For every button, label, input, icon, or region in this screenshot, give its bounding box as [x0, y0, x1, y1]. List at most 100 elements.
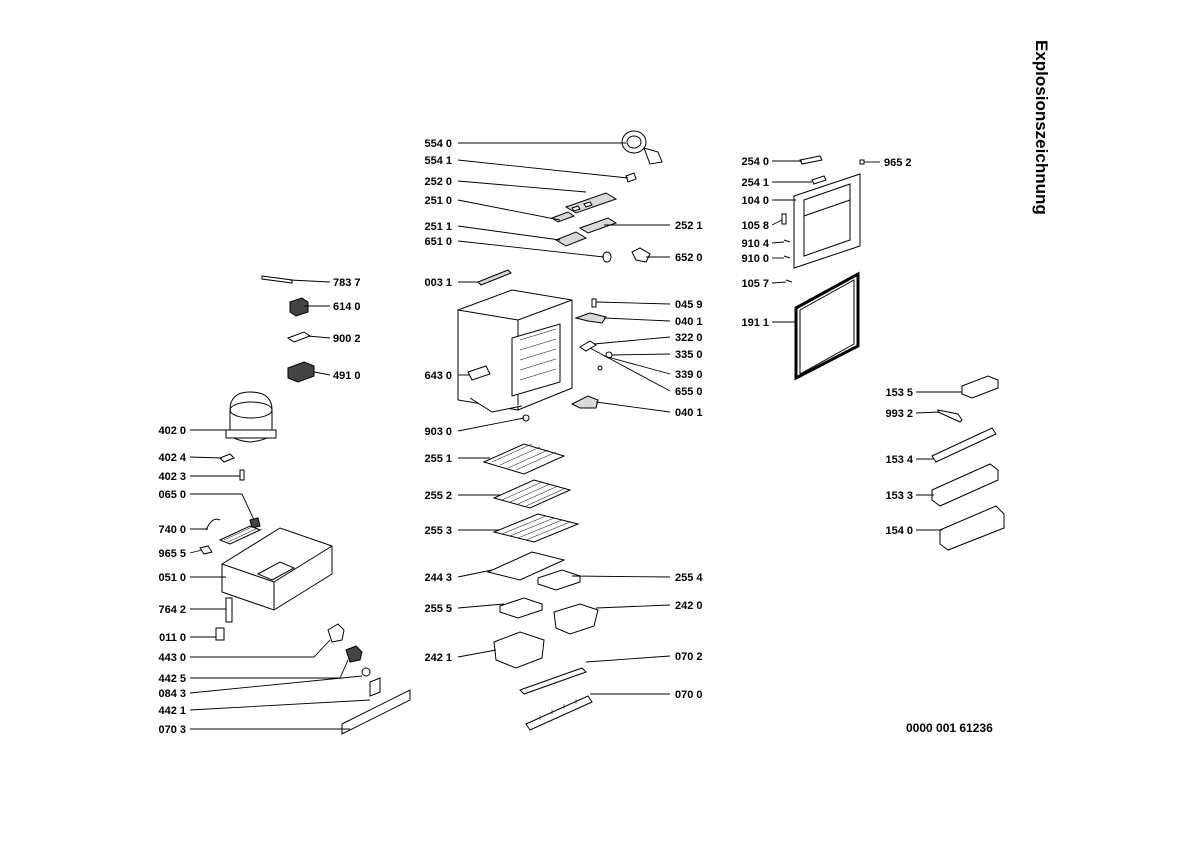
screw-bottom-illustration — [215, 627, 225, 641]
part-label: 740 0 — [158, 524, 186, 536]
hinge-top-illustration — [574, 312, 607, 324]
part-label: 491 0 — [333, 370, 361, 382]
part-label: 903 0 — [424, 426, 452, 438]
grille-lower-illustration — [525, 695, 593, 731]
top-strip-illustration — [477, 269, 512, 286]
shelf-3-illustration — [492, 513, 580, 543]
part-label: 614 0 — [333, 301, 361, 313]
part-label: 993 2 — [885, 408, 913, 420]
tray-left-illustration — [499, 597, 543, 619]
part-label: 910 0 — [741, 253, 769, 265]
bulb-illustration — [602, 251, 612, 263]
part-labels: 554 0 554 1 252 0 251 0 251 1 651 0 003 … — [158, 138, 913, 736]
part-label: 339 0 — [675, 369, 703, 381]
part-label: 251 1 — [424, 221, 452, 233]
part-label: 965 5 — [158, 548, 186, 560]
drip-tray-illustration — [493, 631, 545, 669]
part-label: 040 1 — [675, 407, 703, 419]
part-label: 335 0 — [675, 349, 703, 361]
relay-illustration — [289, 297, 309, 317]
cabinet-body-illustration — [457, 289, 573, 413]
part-label: 910 4 — [741, 238, 769, 250]
part-label: 764 2 — [158, 604, 186, 616]
washer-illustration — [361, 667, 371, 677]
part-label: 084 3 — [158, 688, 186, 700]
door-shelf-bottom-illustration — [939, 505, 1005, 551]
part-label: 065 0 — [158, 489, 186, 501]
lamp-cover-illustration — [554, 231, 588, 247]
part-label: 153 4 — [885, 454, 913, 466]
part-label: 402 3 — [158, 471, 186, 483]
door-gasket-illustration — [794, 271, 860, 381]
bracket-illustration — [579, 340, 597, 352]
tray-right-illustration — [537, 569, 581, 591]
light-cover-illustration — [550, 211, 576, 223]
part-label: 105 8 — [741, 220, 769, 232]
part-label: 783 7 — [333, 277, 361, 289]
part-label: 242 0 — [675, 600, 703, 612]
clip-illustration — [625, 172, 637, 183]
part-label: 191 1 — [741, 317, 769, 329]
part-label: 244 3 — [424, 572, 452, 584]
hinge-pin-illustration — [799, 155, 823, 165]
starter-relay-illustration — [327, 623, 345, 643]
part-label: 965 2 — [884, 157, 912, 169]
clamp-illustration — [286, 331, 312, 343]
lamp-holder-illustration — [578, 217, 618, 234]
clip-small-illustration — [239, 469, 245, 481]
part-illustrations — [199, 130, 1005, 735]
part-label: 251 0 — [424, 195, 452, 207]
thermostat-knob-illustration — [621, 130, 663, 165]
compressor-illustration — [225, 391, 277, 443]
part-label: 153 5 — [885, 387, 913, 399]
part-label: 070 0 — [675, 689, 703, 701]
part-label: 254 1 — [741, 177, 769, 189]
part-label: 255 4 — [675, 572, 703, 584]
screw-small-illustration — [859, 159, 865, 165]
hinge-cover-illustration — [811, 175, 827, 185]
grille-upper-illustration — [519, 667, 587, 695]
part-label: 254 0 — [741, 156, 769, 168]
part-label: 011 0 — [159, 632, 186, 644]
part-label: 154 0 — [885, 525, 913, 537]
part-label: 003 1 — [424, 277, 452, 289]
diagram-title: Explosionszeichnung — [1032, 40, 1051, 215]
switch-illustration — [631, 247, 651, 263]
door-rod-illustration — [937, 409, 963, 423]
part-label: 242 1 — [424, 652, 452, 664]
ice-tray-illustration — [553, 603, 599, 635]
thermal-cutout-illustration — [249, 517, 261, 529]
shelf-2-illustration — [492, 479, 572, 509]
part-label: 402 4 — [158, 452, 186, 464]
part-label: 040 1 — [675, 316, 703, 328]
document-number: 0000 001 61236 — [906, 721, 993, 735]
part-label: 655 0 — [675, 386, 703, 398]
cap-illustration — [199, 545, 213, 555]
part-label: 442 5 — [158, 673, 186, 685]
part-label: 554 0 — [424, 138, 452, 150]
part-label: 070 3 — [158, 724, 186, 736]
part-label: 255 3 — [424, 525, 452, 537]
condenser-illustration — [205, 518, 263, 545]
part-label: 070 2 — [675, 651, 703, 663]
part-label: 643 0 — [424, 370, 452, 382]
bottle-rack-illustration — [931, 427, 997, 463]
part-label: 255 2 — [424, 490, 452, 502]
hinge-bottom-illustration — [570, 395, 599, 409]
part-label: 051 0 — [158, 572, 186, 584]
part-label: 252 0 — [424, 176, 452, 188]
drier-illustration — [225, 597, 233, 623]
part-label: 651 0 — [424, 236, 452, 248]
part-label: 652 0 — [675, 252, 703, 264]
part-label: 255 1 — [424, 453, 452, 465]
glass-plate-illustration — [486, 551, 566, 581]
leader-lines — [189, 142, 962, 730]
part-label: 900 2 — [333, 333, 361, 345]
door-illustration — [793, 173, 861, 269]
butter-box-illustration — [961, 375, 999, 399]
bracket-plate-illustration — [369, 677, 381, 697]
part-label: 153 3 — [885, 490, 913, 502]
screw-illustration — [591, 298, 597, 308]
part-label: 442 1 — [158, 705, 186, 717]
